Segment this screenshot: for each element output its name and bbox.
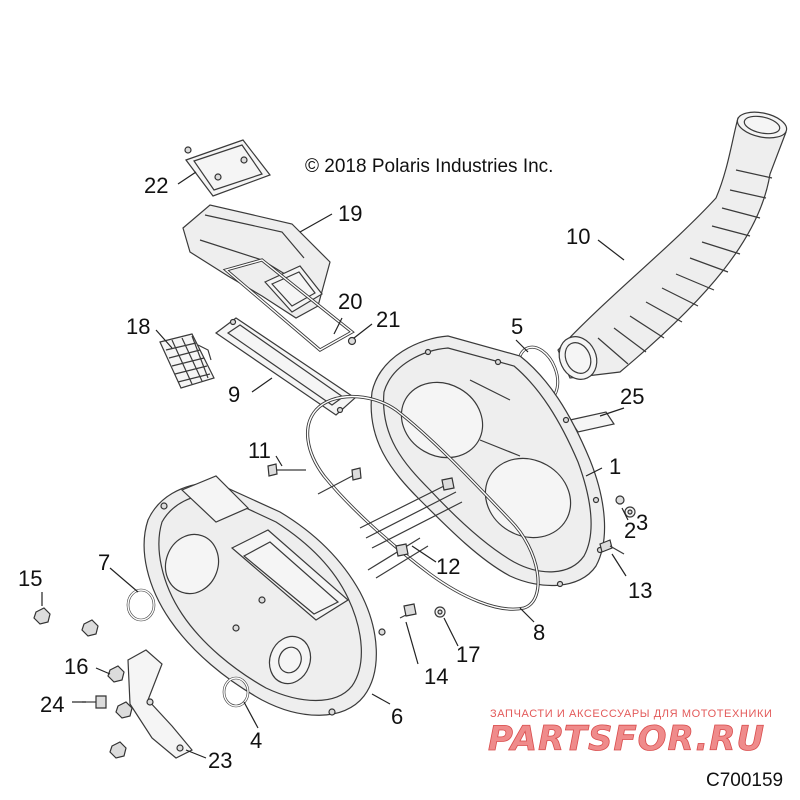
watermark-tagline: ЗАПЧАСТИ И АКСЕССУАРЫ ДЛЯ МОТОТЕХНИКИ (490, 708, 772, 720)
callout-24: 24 (40, 692, 64, 717)
callout-25: 25 (620, 384, 644, 409)
part-18-grille (159, 333, 215, 389)
callout-11: 11 (248, 438, 271, 463)
part-4-o-ring (222, 676, 250, 708)
callout-16: 16 (64, 654, 88, 679)
watermark: ЗАПЧАСТИ И АКСЕССУАРЫ ДЛЯ МОТОТЕХНИКИ PA… (488, 708, 772, 759)
copyright-text: © 2018 Polaris Industries Inc. (305, 156, 553, 177)
part-15-nut (33, 607, 99, 637)
part-17-washer (434, 606, 446, 618)
part-11-bolts (267, 463, 362, 495)
callout-21: 21 (376, 307, 400, 332)
callout-8: 8 (533, 620, 545, 645)
callout-15: 15 (18, 566, 42, 591)
part-6-outer-cover (143, 475, 386, 716)
diagram-code: C700159 (706, 770, 783, 791)
part-20-housing-gasket (222, 258, 355, 352)
callout-9: 9 (228, 382, 240, 407)
callout-20: 20 (338, 289, 362, 314)
callout-12: 12 (436, 554, 460, 579)
part-14-bolt (399, 603, 417, 619)
callout-18: 18 (126, 314, 150, 339)
part-21-screw (347, 336, 357, 346)
callout-23: 23 (208, 748, 232, 773)
callout-1: 1 (609, 454, 621, 479)
callout-10: 10 (566, 224, 590, 249)
callout-3: 3 (636, 510, 648, 535)
callout-14: 14 (424, 664, 448, 689)
callout-2: 2 (624, 518, 636, 543)
callout-19: 19 (338, 201, 362, 226)
part-10-intake-hose (557, 111, 788, 380)
watermark-brand: PARTSFOR.RU (488, 719, 765, 759)
callout-13: 13 (628, 578, 652, 603)
part-12-long-bolts (359, 477, 463, 579)
part-8-cover-gasket (306, 394, 540, 611)
part-16-nuts (107, 665, 133, 719)
callout-5: 5 (511, 314, 523, 339)
callout-6: 6 (391, 704, 403, 729)
callout-22: 22 (144, 173, 168, 198)
part-23-bracket (109, 649, 193, 759)
callout-labels: 1 2 3 4 5 6 7 8 9 10 11 12 13 14 15 16 1… (18, 173, 652, 773)
leader-lines (41, 171, 629, 759)
part-7-o-ring (126, 588, 156, 622)
part-2-3-nut-washer (615, 495, 636, 518)
callout-7: 7 (98, 550, 110, 575)
part-13-bolt (599, 539, 625, 555)
part-22-top-cover (184, 139, 271, 197)
part-25-decal (569, 411, 615, 433)
callout-17: 17 (456, 642, 480, 667)
callout-4: 4 (250, 728, 262, 753)
